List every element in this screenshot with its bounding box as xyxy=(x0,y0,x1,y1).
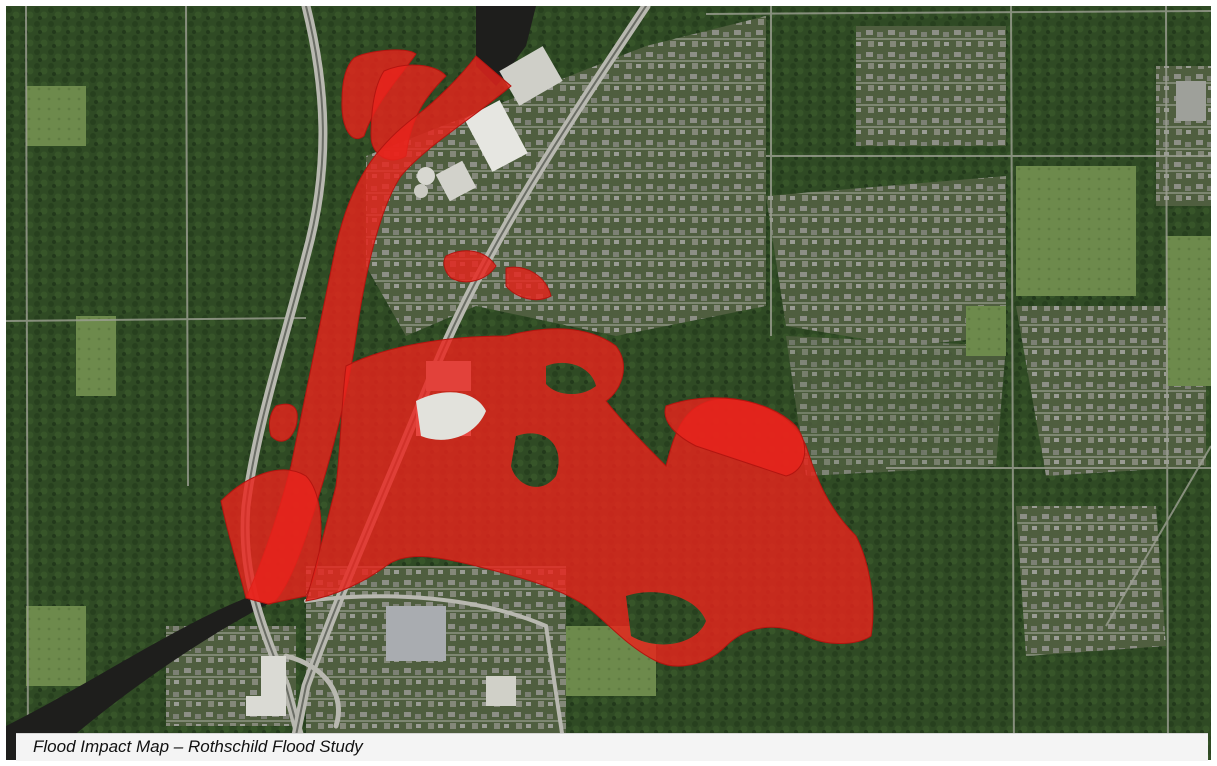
flood-zone-central-north[interactable] xyxy=(443,250,497,283)
flood-zone-central-strip[interactable] xyxy=(505,266,552,301)
caption-bar: Flood Impact Map – Rothschild Flood Stud… xyxy=(16,733,1208,761)
residential-areas xyxy=(166,16,1211,760)
aerial-map[interactable] xyxy=(6,6,1211,760)
rural-roads xyxy=(6,6,1211,760)
map-canvas xyxy=(6,6,1211,760)
map-caption: Flood Impact Map – Rothschild Flood Stud… xyxy=(33,737,363,756)
flood-zone-southwest[interactable] xyxy=(220,469,322,605)
flood-zone-east-lobe[interactable] xyxy=(664,397,806,477)
dry-islands xyxy=(416,362,706,645)
buildings xyxy=(246,46,1206,716)
flood-zone-west-bank[interactable] xyxy=(268,403,298,442)
river-channel xyxy=(6,6,536,760)
